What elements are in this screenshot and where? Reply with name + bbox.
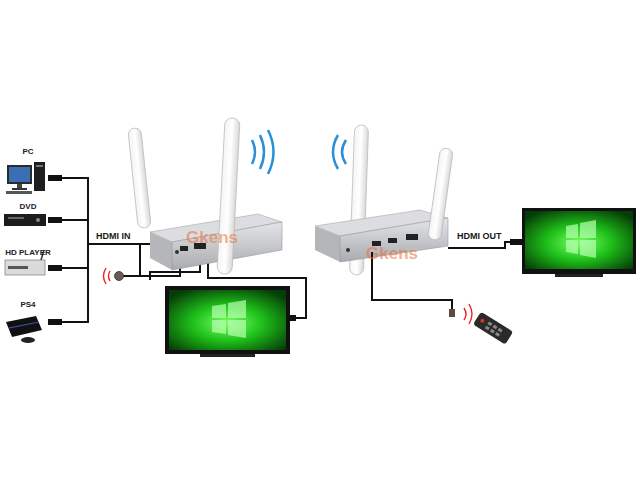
remote-button [485,326,490,331]
hdmi-plug [48,217,62,223]
device-label: PS4 [2,300,54,310]
hdmi-cable [448,242,512,248]
windows-logo [212,320,226,334]
signal-label: HDMI OUT [457,231,502,241]
receiver [315,125,453,275]
hdmi-plug [510,239,522,245]
dvd-button [36,218,40,222]
tv-frame [165,286,290,354]
port [175,250,179,254]
windows-logo [580,240,596,258]
hdmi-plug [48,265,62,271]
device-node: PS4 [2,300,54,342]
remote-button [490,329,495,334]
ir-emitter [449,304,472,324]
windows-logo [212,304,226,318]
ir-cable [122,275,140,277]
remote-button [487,321,492,326]
antenna [428,148,454,241]
tv-stand [200,354,255,357]
hdmi-plug [288,315,296,321]
ps4-icon [6,316,42,343]
box-side [315,226,340,262]
player-body [5,260,45,275]
ir-eye [115,272,124,281]
ir-wave [109,271,111,281]
windows-logo [566,224,578,238]
hdmi-plug [48,319,62,325]
device-label: HD PLAYER [0,248,56,258]
monitor [7,165,32,184]
remote-button [493,325,498,330]
keyboard [6,191,32,194]
hdmi-cable [88,243,160,245]
pc-icon [6,162,45,194]
disc-tray [8,217,24,219]
remote-body [473,312,513,345]
dvd-body [4,214,46,226]
player-display [8,266,28,269]
ir-head [449,309,455,317]
windows-logo [228,320,246,338]
windows-logo [580,220,596,238]
device-node: DVD [2,202,54,230]
wireless-wave [260,135,264,169]
hdmi-bus [62,178,88,322]
monitor-stand [17,184,22,188]
hdmi-cable [62,267,88,269]
tv-local [165,286,296,357]
ir-receiver [104,268,124,284]
controller [21,337,35,343]
box-side [150,232,172,270]
port [388,238,397,243]
tv-screen [525,211,633,269]
device-node: HD PLAYER [0,248,56,278]
hdmi-plug [48,175,62,181]
monitor-screen [9,167,30,182]
ir-wave [469,304,472,324]
remote-button [495,332,500,337]
device-node: PC [2,147,54,197]
windows-logo [566,240,578,254]
remote-button [498,328,503,333]
console-light [9,322,39,328]
device-label: PC [2,147,54,157]
wireless-wave [252,140,255,164]
antenna [217,118,240,275]
port [406,234,418,240]
tv-frame [522,208,636,274]
dvd-icon [4,214,46,226]
wireless-wave [342,140,346,164]
ir-wave [464,308,466,320]
tv-screen [169,290,286,350]
remote-button [480,318,486,324]
remote-control [473,312,513,345]
signal-label: HDMI IN [96,231,131,241]
watermark: Gkens [366,244,418,264]
wireless-wave [333,135,338,169]
console-body [6,316,42,337]
windows-logo [228,300,246,318]
device-label: DVD [2,202,54,212]
antenna [128,128,151,229]
tv-stand [555,274,603,277]
pc-tower [34,162,45,191]
drive-bay [36,165,43,167]
watermark: Gkens [186,228,238,248]
monitor-base [12,188,27,190]
ir-wave [104,268,107,284]
transmitter [128,118,282,275]
hdmi-cable [62,219,88,221]
port [346,248,350,252]
wireless-wave [268,130,274,174]
tv-remote [522,208,636,277]
